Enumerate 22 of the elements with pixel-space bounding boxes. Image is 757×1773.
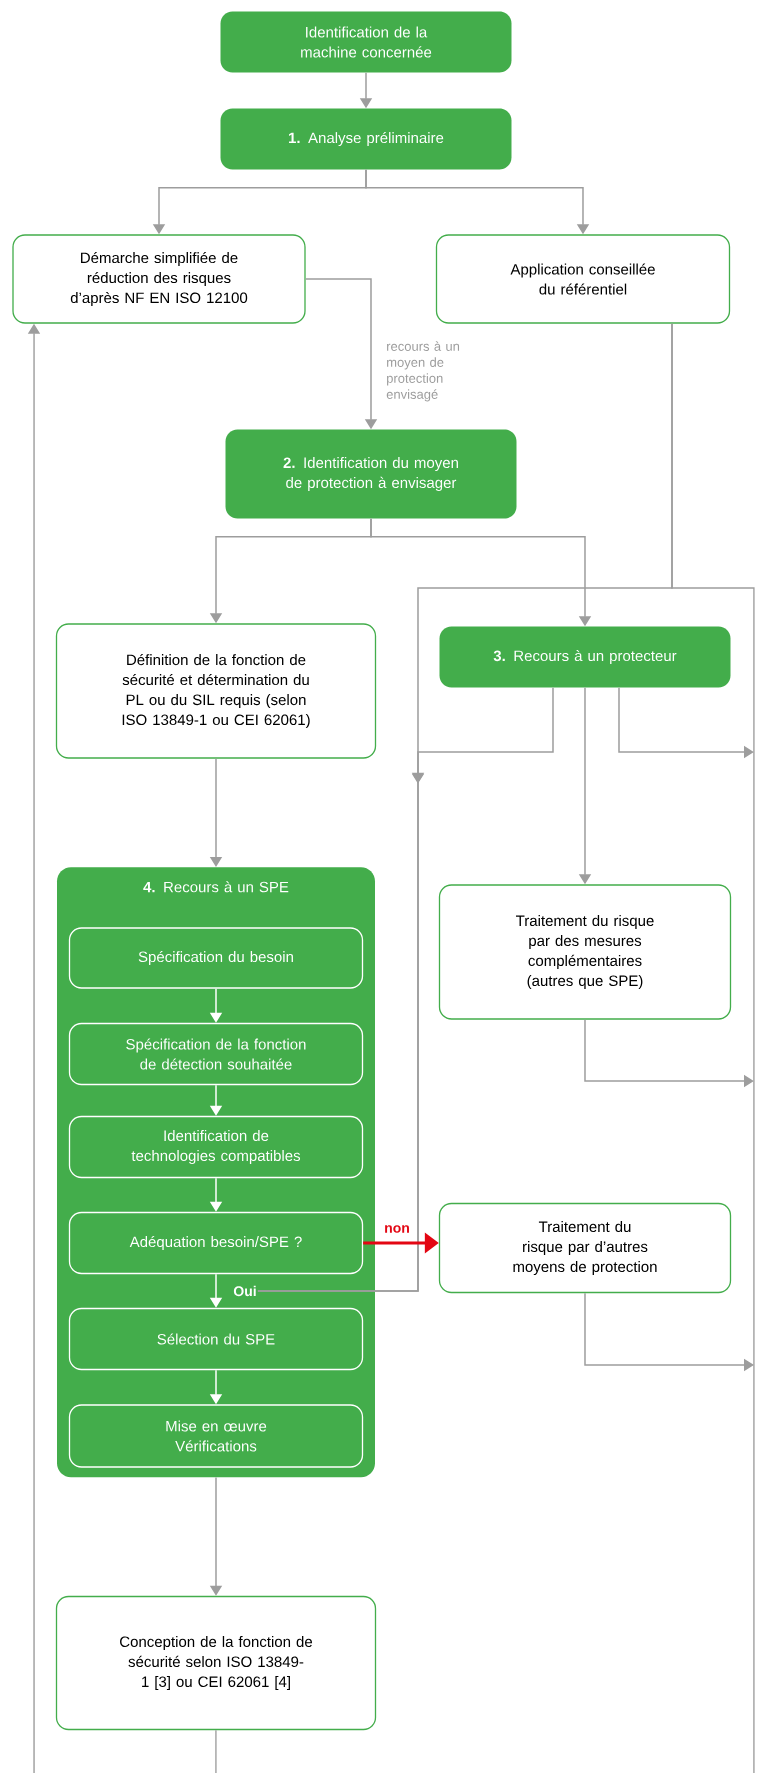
step-box: 3. Recours à un protecteur [439,626,731,688]
step-box: 2. Identification du moyen de protection à envisager [225,429,517,519]
edge-label: recours à un moyen de protection envisagé [386,341,460,402]
process-box: Traitement du risque par des mesures complémentaires (autres que SPE) [438,884,732,1020]
substep-box: Spécification de la fonction de détection souhaitée [68,1022,364,1086]
process-box: Conception de la fonction de sécurité selon ISO 13849-1 [3] ou CEI 62061 [4] [55,1595,377,1731]
arrow [257,686,554,1292]
substep-box: Identification de technologies compatibles [68,1115,364,1179]
substep-box: Sélection du SPE [68,1307,364,1371]
connector-line [671,322,755,1773]
branch-label: Oui [233,1285,256,1297]
step-box: 1. Analyse préliminaire [220,108,512,170]
process-box: Application conseillée du référentiel [435,234,731,324]
step-box: Identification de la machine concernée [220,11,512,73]
edge-label: non [385,1225,409,1233]
substep-box: Mise en œuvre Vérifications [68,1404,364,1468]
connector-line [215,1729,217,1773]
process-box: Traitement du risque par d’autres moyens de protection [438,1202,732,1294]
process-box: Démarche simplifiée de réduction des risques d’après NF EN ISO 12100 [12,234,306,324]
process-box: Définition de la fonction de sécurité et détermination du PL ou du SIL requis (selon ISO 13849-1 ou CEI 62061) [55,623,377,759]
substep-box: Adéquation besoin/SPE ? [68,1211,364,1275]
substep-box: Spécification du besoin [68,927,364,989]
